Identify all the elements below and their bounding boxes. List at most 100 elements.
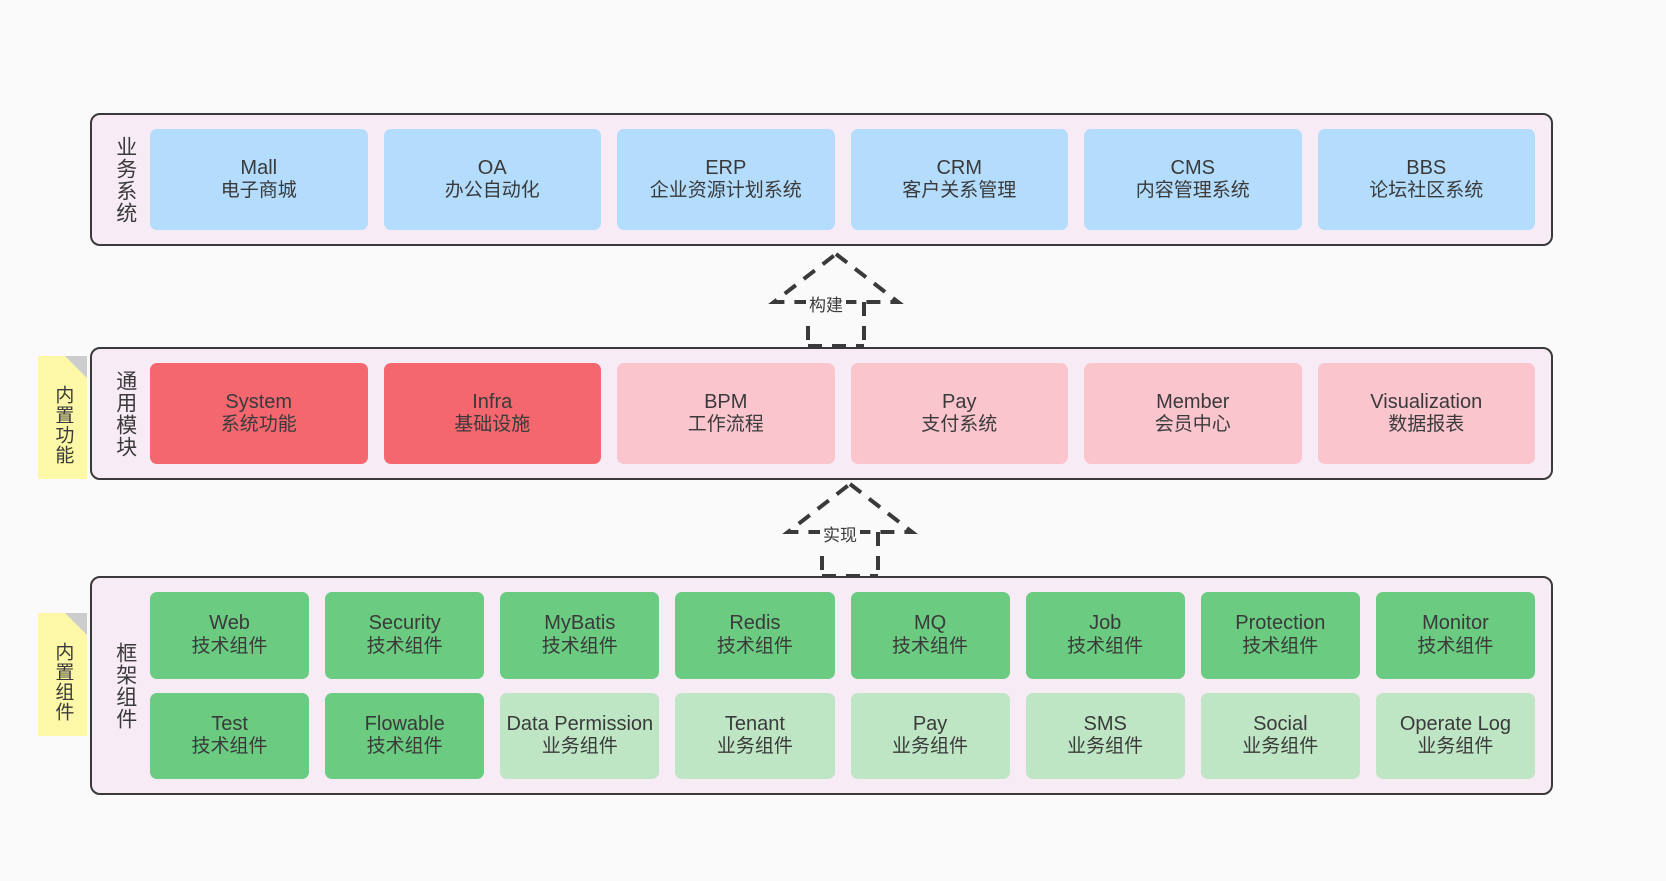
node-title-en: Redis <box>729 612 781 635</box>
node-title-cn: 办公自动化 <box>444 180 540 202</box>
node-pay-business[interactable]: Pay 业务组件 <box>850 692 1010 779</box>
node-oa[interactable]: OA 办公自动化 <box>383 129 601 230</box>
node-title-en: Protection <box>1235 612 1326 635</box>
node-web[interactable]: Web 技术组件 <box>150 592 310 679</box>
node-title-cn: 技术组件 <box>191 635 268 657</box>
node-infra[interactable]: Infra 基础设施 <box>383 363 601 464</box>
node-erp[interactable]: ERP 企业资源计划系统 <box>617 129 835 230</box>
node-title-cn: 技术组件 <box>1242 635 1319 657</box>
note-fold-corner-icon <box>65 613 87 635</box>
node-title-cn: 客户关系管理 <box>902 180 1017 202</box>
node-title-en: Pay <box>912 712 948 735</box>
note-builtin-functions: 内置功能 <box>38 356 87 479</box>
node-job[interactable]: Job 技术组件 <box>1025 592 1185 679</box>
node-title-en: Job <box>1089 612 1122 635</box>
node-title-en: Web <box>209 612 250 635</box>
layer-row: Mall 电子商城 OA 办公自动化 ERP 企业资源计划系统 CRM 客户关系… <box>150 129 1535 230</box>
node-tenant[interactable]: Tenant 业务组件 <box>675 692 835 779</box>
node-title-cn: 电子商城 <box>220 180 297 202</box>
node-data-permission[interactable]: Data Permission 业务组件 <box>500 692 660 779</box>
node-title-cn: 业务组件 <box>1242 736 1319 758</box>
node-title-cn: 业务组件 <box>716 736 793 758</box>
layer-row-business: Test 技术组件 Flowable 技术组件 Data Permission … <box>150 692 1535 779</box>
node-title-cn: 工作流程 <box>687 414 764 436</box>
node-title-cn: 技术组件 <box>892 635 969 657</box>
connector-label-build: 构建 <box>806 290 846 317</box>
node-title-en: Test <box>211 712 248 735</box>
node-title-en: Tenant <box>724 712 785 735</box>
connector-label-implement: 实现 <box>820 520 860 547</box>
node-mq[interactable]: MQ 技术组件 <box>850 592 1010 679</box>
layer-common-module: 通用模块 System 系统功能 Infra 基础设施 BPM 工作流程 Pay… <box>90 347 1553 480</box>
node-title-cn: 系统功能 <box>220 414 297 436</box>
layer-title-common-module: 通用模块 <box>113 369 137 458</box>
node-title-cn: 业务组件 <box>1067 736 1144 758</box>
node-bbs[interactable]: BBS 论坛社区系统 <box>1317 129 1535 230</box>
node-title-en: SMS <box>1083 712 1127 735</box>
node-title-cn: 技术组件 <box>716 635 793 657</box>
node-title-cn: 基础设施 <box>454 414 531 436</box>
node-title-en: CRM <box>936 156 983 179</box>
node-title-cn: 业务组件 <box>892 736 969 758</box>
node-title-en: BPM <box>704 390 748 413</box>
node-cms[interactable]: CMS 内容管理系统 <box>1084 129 1302 230</box>
node-title-en: OA <box>477 156 507 179</box>
node-title-cn: 内容管理系统 <box>1135 180 1250 202</box>
node-title-en: Monitor <box>1422 612 1489 635</box>
node-pay[interactable]: Pay 支付系统 <box>850 363 1068 464</box>
node-bpm[interactable]: BPM 工作流程 <box>617 363 835 464</box>
node-title-en: Security <box>368 612 441 635</box>
layer-body-business-system: Mall 电子商城 OA 办公自动化 ERP 企业资源计划系统 CRM 客户关系… <box>150 129 1535 230</box>
node-visualization[interactable]: Visualization 数据报表 <box>1317 363 1535 464</box>
node-crm[interactable]: CRM 客户关系管理 <box>850 129 1068 230</box>
layer-title-business-system: 业务系统 <box>113 135 137 224</box>
node-title-cn: 技术组件 <box>191 736 268 758</box>
arrowhead-triangle-icon <box>768 251 904 304</box>
node-title-cn: 会员中心 <box>1154 414 1231 436</box>
node-title-en: Visualization <box>1370 390 1483 413</box>
node-title-cn: 业务组件 <box>1417 736 1494 758</box>
note-builtin-components: 内置组件 <box>38 613 87 736</box>
node-title-en: BBS <box>1406 156 1447 179</box>
node-title-cn: 技术组件 <box>366 635 443 657</box>
node-title-cn: 支付系统 <box>921 414 998 436</box>
node-title-cn: 技术组件 <box>366 736 443 758</box>
node-title-en: Data Permission <box>506 712 654 735</box>
node-operate-log[interactable]: Operate Log 业务组件 <box>1375 692 1535 779</box>
node-social[interactable]: Social 业务组件 <box>1200 692 1360 779</box>
node-title-cn: 数据报表 <box>1388 414 1465 436</box>
node-title-en: Mall <box>240 156 278 179</box>
node-member[interactable]: Member 会员中心 <box>1084 363 1302 464</box>
node-flowable[interactable]: Flowable 技术组件 <box>325 692 485 779</box>
node-title-cn: 企业资源计划系统 <box>649 180 802 202</box>
arrowhead-triangle-icon <box>782 481 918 534</box>
node-title-en: Social <box>1253 712 1308 735</box>
node-security[interactable]: Security 技术组件 <box>325 592 485 679</box>
note-label: 内置功能 <box>52 384 74 465</box>
layer-row: System 系统功能 Infra 基础设施 BPM 工作流程 Pay 支付系统… <box>150 363 1535 464</box>
node-title-en: Operate Log <box>1399 712 1512 735</box>
node-test[interactable]: Test 技术组件 <box>150 692 310 779</box>
node-title-en: Flowable <box>364 712 445 735</box>
note-fold-corner-icon <box>65 356 87 378</box>
node-protection[interactable]: Protection 技术组件 <box>1200 592 1360 679</box>
node-redis[interactable]: Redis 技术组件 <box>675 592 835 679</box>
node-title-en: Pay <box>942 390 977 413</box>
layer-title-framework-component: 框架组件 <box>113 641 137 730</box>
node-system[interactable]: System 系统功能 <box>150 363 368 464</box>
node-monitor[interactable]: Monitor 技术组件 <box>1375 592 1535 679</box>
node-title-cn: 业务组件 <box>541 736 618 758</box>
layer-body-framework-component: Web 技术组件 Security 技术组件 MyBatis 技术组件 Redi… <box>150 592 1535 779</box>
node-mall[interactable]: Mall 电子商城 <box>150 129 368 230</box>
note-label: 内置组件 <box>52 641 74 722</box>
node-sms[interactable]: SMS 业务组件 <box>1025 692 1185 779</box>
node-mybatis[interactable]: MyBatis 技术组件 <box>500 592 660 679</box>
node-title-cn: 技术组件 <box>541 635 618 657</box>
layer-body-common-module: System 系统功能 Infra 基础设施 BPM 工作流程 Pay 支付系统… <box>150 363 1535 464</box>
node-title-en: MyBatis <box>544 612 616 635</box>
node-title-en: MQ <box>913 612 947 635</box>
node-title-en: ERP <box>705 156 747 179</box>
layer-row-technical: Web 技术组件 Security 技术组件 MyBatis 技术组件 Redi… <box>150 592 1535 679</box>
node-title-en: Member <box>1156 390 1230 413</box>
